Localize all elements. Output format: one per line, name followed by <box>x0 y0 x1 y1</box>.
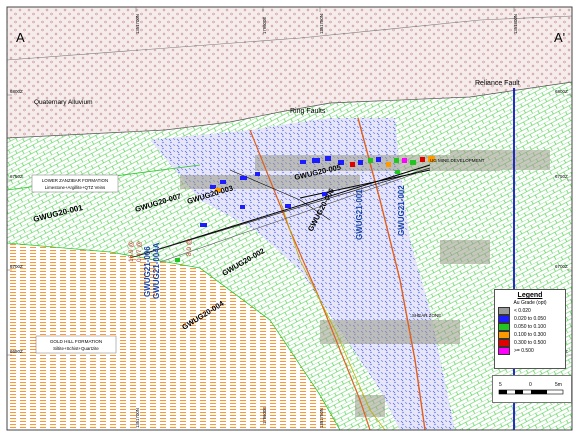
legend-swatch <box>498 307 510 315</box>
easting-bottom-2: 179600E <box>262 407 267 424</box>
intercept-label-3: 8.0 @ <box>186 238 193 256</box>
drill-hole-gwug20-007 <box>129 167 431 259</box>
legend-item-label: >= 0.500 <box>514 348 534 354</box>
section-end-right-label: A' <box>554 30 565 45</box>
legend-item: 0.050 to 0.100 <box>498 323 562 331</box>
legend-item: < 0.020 <box>498 307 562 315</box>
elevation-6750-left: 6750Z <box>10 174 23 179</box>
upper-ground-line <box>6 15 573 61</box>
hole-label-gwug21-006: GWUG21-006 <box>143 246 152 297</box>
intercept-label-2: 0.47 @ <box>136 241 143 262</box>
lower-formation-name: GOLD HILL FORMATION <box>50 339 102 344</box>
underground-workings <box>180 150 550 417</box>
scale-label-5m: 5m <box>555 382 562 388</box>
alluvium-area <box>7 7 572 138</box>
scale-bar: 5 0 5m <box>492 375 572 403</box>
legend-item: 0.300 to 0.500 <box>498 339 562 347</box>
grid-ticks <box>7 7 572 356</box>
map-frame <box>6 6 573 431</box>
legend-item: 0.100 to 0.300 <box>498 331 562 339</box>
legend-subtitle: Au Grade (opt) <box>513 300 547 306</box>
section-end-left-label: A <box>16 30 25 45</box>
legend-item-label: 0.300 to 0.500 <box>514 340 546 346</box>
mine-development-label: UG MINE DEVELOPMENT <box>430 158 485 163</box>
drill-hole-gwug21-006 <box>159 171 421 263</box>
elevation-6700-left: 6700Z <box>10 264 23 269</box>
scale-label-0: 0 <box>529 382 532 388</box>
legend-item-label: 0.050 to 0.100 <box>514 324 546 330</box>
elevation-6650-left: 6650Z <box>10 349 23 354</box>
alluvium-label: Quaternary Alluvium <box>34 99 93 106</box>
hole-label-gwug21-001: GWUG21-001 <box>355 189 364 240</box>
legend-swatch <box>498 323 510 331</box>
lower-formation-box <box>35 335 117 354</box>
easting-top-2: 179600E <box>262 17 267 34</box>
hole-label-gwug21-002: GWUG21-002 <box>397 185 406 236</box>
ring-faults-label: Ring Faults <box>290 108 326 115</box>
legend-item: 0.020 to 0.050 <box>498 315 562 323</box>
elevation-6800-right: 6800Z <box>555 89 568 94</box>
easting-top-1: 1351700N <box>135 14 140 34</box>
upper-formation-name: LOWER ZANZIBAR FORMATION <box>42 178 108 183</box>
easting-top-4: 1351800N <box>513 14 518 34</box>
easting-top-3: 1351750N <box>319 14 324 34</box>
drill-hole-traces <box>129 164 431 263</box>
ring-faults <box>249 117 426 431</box>
elevation-6750-right: 6750Z <box>555 174 568 179</box>
elevation-6800-left: 6800Z <box>10 89 23 94</box>
easting-bottom-3: 1351750N <box>319 408 324 428</box>
hole-label-gwug21-004a: GWUG21-004A <box>152 242 161 299</box>
shear-zone-label: SHEAR ZONE <box>412 313 441 318</box>
topography-line <box>6 81 573 139</box>
gold-hill-formation-area <box>7 243 340 430</box>
easting-bottom-1: 1351700N <box>135 408 140 428</box>
legend-swatch <box>498 331 510 339</box>
legend-swatch <box>498 315 510 323</box>
legend-title: Legend <box>517 292 543 299</box>
assay-interval-markers <box>175 156 435 262</box>
drill-hole-gwug20-002 <box>229 169 331 221</box>
intercept-label-1: 16.9 @ <box>128 241 135 262</box>
lower-formation-desc: Siltite+Schist+Quartzite <box>53 346 99 351</box>
legend-item-label: < 0.020 <box>514 308 531 314</box>
drill-hole-gwug20-003 <box>299 169 431 199</box>
upper-formation-desc: Limestone+Argillite+QTZ Veins <box>45 185 106 190</box>
legend-swatch <box>498 339 510 347</box>
legend-swatch <box>498 347 510 355</box>
grade-legend: Legend Au Grade (opt) < 0.020 0.020 to 0… <box>494 289 566 369</box>
scale-label-5: 5 <box>499 382 502 388</box>
elevation-6700-right: 6700Z <box>555 264 568 269</box>
legend-item-label: 0.100 to 0.300 <box>514 332 546 338</box>
scale-bar-graphic: 5 0 5m <box>498 382 564 395</box>
upper-formation-box <box>31 174 119 193</box>
legend-item: >= 0.500 <box>498 347 562 355</box>
fault-label: Reliance Fault <box>475 80 520 87</box>
legend-item-label: 0.020 to 0.050 <box>514 316 546 322</box>
